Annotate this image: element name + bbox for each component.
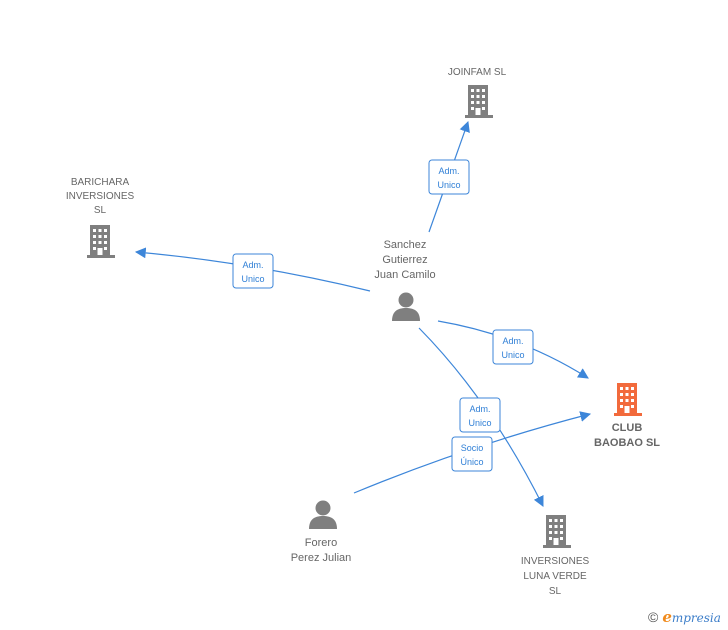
node-label: BARICHARA (71, 177, 130, 188)
node-club[interactable]: CLUB BAOBAO SL (594, 383, 660, 449)
edge-label-sanchez-barichara[interactable]: Adm. Unico (232, 253, 274, 289)
node-label: JOINFAM SL (448, 67, 507, 78)
building-icon (87, 225, 115, 258)
node-label: Sanchez (384, 239, 427, 251)
node-sanchez[interactable]: Sanchez Gutierrez Juan Camilo (374, 239, 436, 321)
node-label: CLUB (612, 422, 643, 434)
edge-label-line: Unico (241, 274, 264, 284)
node-label: INVERSIONES (521, 556, 590, 567)
edge-label-sanchez-joinfam[interactable]: Adm. Unico (428, 159, 470, 195)
edge-label-line: Único (460, 457, 483, 467)
edge-label-line: Unico (468, 418, 491, 428)
building-icon (614, 383, 642, 416)
node-label: Juan Camilo (374, 269, 435, 281)
edge-label-line: Adm. (469, 404, 490, 414)
edge-label-line: Unico (501, 350, 524, 360)
edges (134, 120, 592, 507)
node-label: SL (94, 205, 107, 216)
node-label: INVERSIONES (66, 191, 135, 202)
edge-label-line: Adm. (242, 260, 263, 270)
edge-label-forero-club[interactable]: Socio Único (451, 436, 493, 472)
node-label: Perez Julian (291, 552, 352, 564)
footer-brand: ©empresia (648, 608, 721, 626)
edge-label-line: Unico (437, 180, 460, 190)
building-icon (465, 85, 493, 118)
node-joinfam[interactable]: JOINFAM SL (448, 67, 507, 118)
edge-label-sanchez-club[interactable]: Adm. Unico (492, 329, 534, 365)
node-forero[interactable]: Forero Perez Julian (291, 500, 352, 565)
copyright-icon: © (648, 609, 659, 625)
building-icon (543, 515, 571, 548)
brand-logo-e: e (662, 608, 672, 626)
edge-label-sanchez-luna[interactable]: Adm. Unico (459, 397, 501, 433)
node-label: LUNA VERDE (523, 571, 587, 582)
node-label: SL (549, 586, 562, 597)
node-label: Forero (305, 537, 337, 549)
edge-label-line: Adm. (438, 166, 459, 176)
node-barichara[interactable]: BARICHARA INVERSIONES SL (66, 177, 135, 258)
node-label: Gutierrez (382, 254, 427, 266)
person-icon (309, 500, 337, 529)
node-label: BAOBAO SL (594, 437, 660, 449)
person-icon (392, 292, 420, 321)
edge-label-line: Socio (461, 443, 484, 453)
brand-logo-text: mpresia (671, 611, 721, 625)
node-luna[interactable]: INVERSIONES LUNA VERDE SL (521, 515, 590, 597)
edge-label-line: Adm. (502, 336, 523, 346)
